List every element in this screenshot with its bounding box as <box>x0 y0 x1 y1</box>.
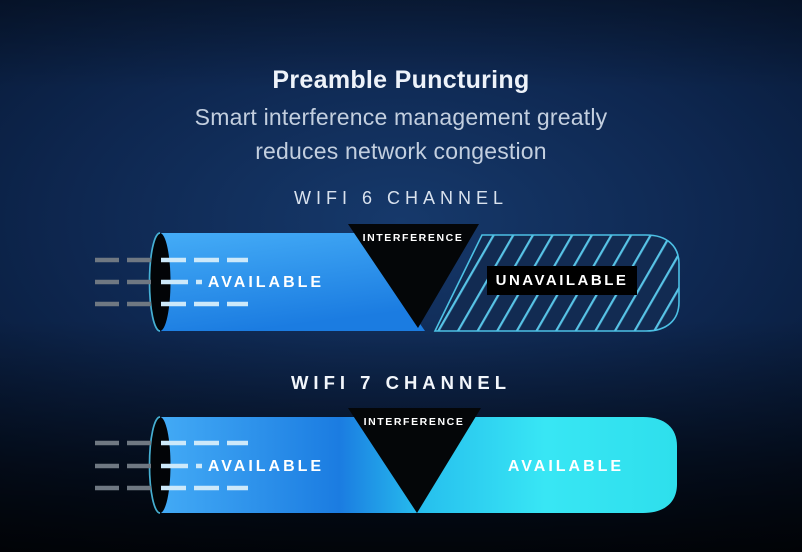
wifi7-available-right-label: AVAILABLE <box>507 458 625 475</box>
wifi6-speed-dashes <box>95 257 248 307</box>
wifi6-pipe-available-body <box>149 233 425 331</box>
wifi6-interference-triangle <box>348 224 479 328</box>
wifi6-channel-label: WIFI 6 CHANNEL <box>293 188 509 208</box>
subtitle-line-1: Smart interference management greatly <box>194 104 608 130</box>
wifi6-unavailable-label: UNAVAILABLE <box>495 272 629 289</box>
wifi7-channel-label: WIFI 7 CHANNEL <box>290 372 512 393</box>
wifi7-interference-triangle <box>348 408 481 513</box>
wifi6-unavailable-badge: UNAVAILABLE <box>487 266 637 295</box>
wifi7-available-left-label: AVAILABLE <box>207 458 325 475</box>
wifi6-available-label: AVAILABLE <box>207 274 325 291</box>
subtitle-line-2: reduces network congestion <box>255 138 547 164</box>
wifi7-pipe <box>95 408 677 514</box>
wifi6-interference-label: INTERFERENCE <box>362 232 464 244</box>
wifi7-speed-dashes <box>95 440 248 491</box>
wifi7-interference-label: INTERFERENCE <box>363 416 465 428</box>
page-title: Preamble Puncturing <box>272 66 530 94</box>
wifi6-pipe-end-cap <box>149 233 171 331</box>
